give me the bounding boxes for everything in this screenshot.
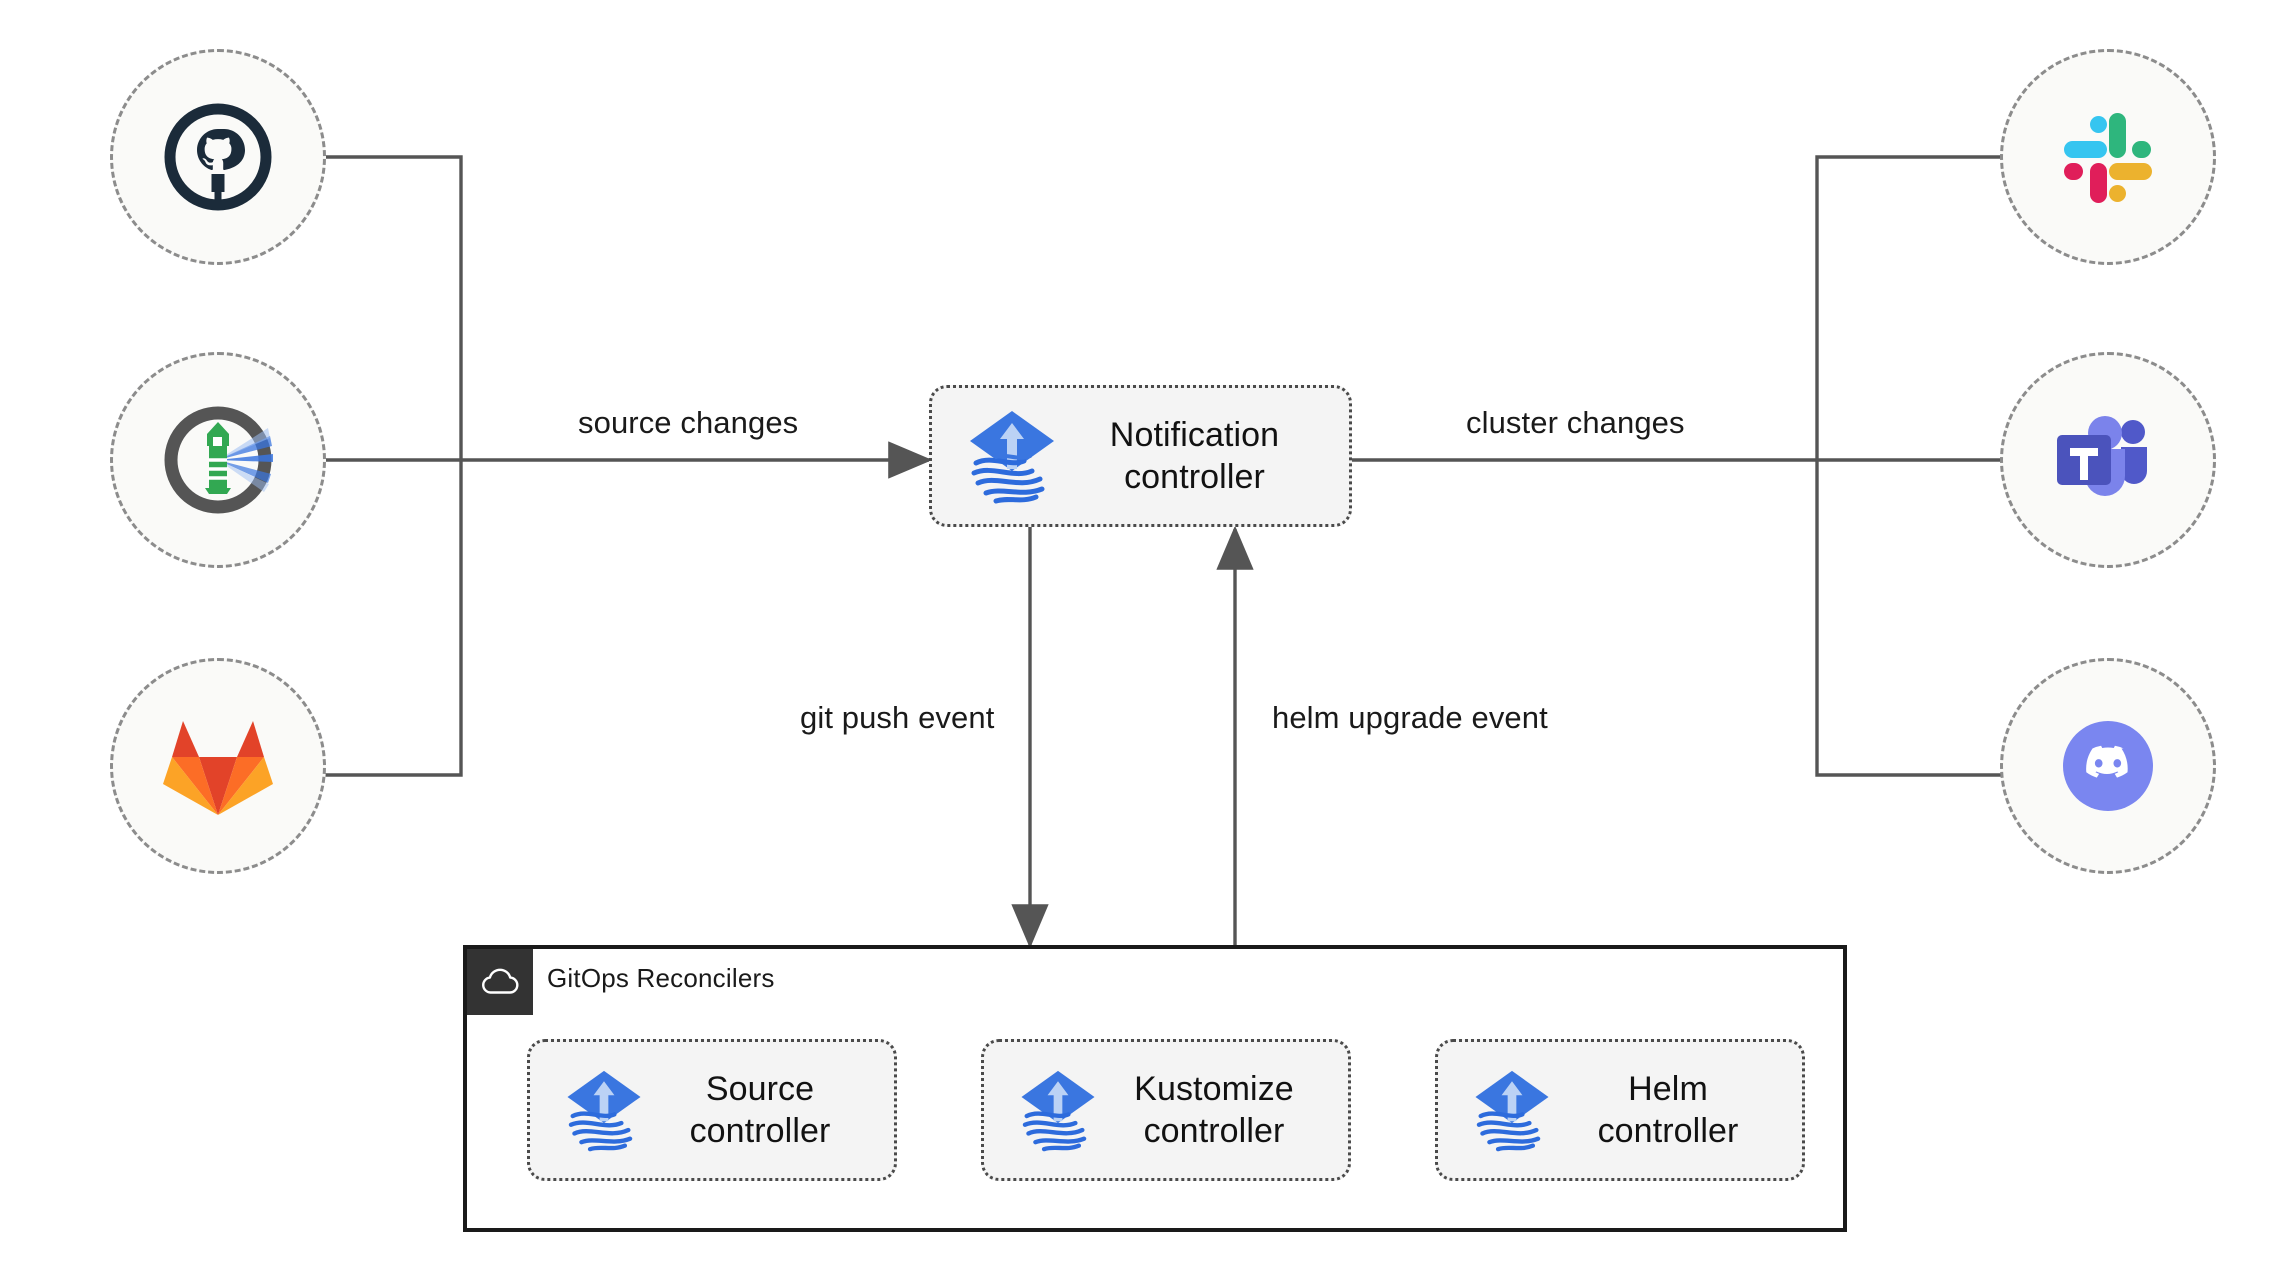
- github-icon: [164, 103, 272, 211]
- controller-label-source: Source controller: [689, 1069, 831, 1151]
- source-node-gitlab[interactable]: [110, 658, 326, 874]
- flux-logo-icon: [1475, 1070, 1549, 1152]
- notification-controller-node[interactable]: Notification controller: [929, 385, 1352, 527]
- controller-node-helm[interactable]: Helm controller: [1435, 1039, 1805, 1181]
- microsoft-teams-icon: [2057, 416, 2147, 496]
- gitlab-icon: [163, 721, 273, 815]
- edge-label-git-push-event: git push event: [800, 700, 995, 735]
- flux-logo-icon: [567, 1070, 641, 1152]
- discord-icon: [2063, 721, 2153, 811]
- controller-node-kustomize[interactable]: Kustomize controller: [981, 1039, 1351, 1181]
- slack-icon: [2064, 113, 2152, 203]
- destination-node-slack[interactable]: [2000, 49, 2216, 265]
- source-node-github[interactable]: [110, 49, 326, 265]
- source-node-flux[interactable]: [110, 352, 326, 568]
- cloud-icon: [482, 968, 519, 994]
- controller-node-source[interactable]: Source controller: [527, 1039, 897, 1181]
- destination-node-teams[interactable]: [2000, 352, 2216, 568]
- controller-label-helm: Helm controller: [1597, 1069, 1739, 1151]
- flux-logo-icon: [970, 411, 1054, 504]
- destination-node-discord[interactable]: [2000, 658, 2216, 874]
- notification-controller-label: Notification controller: [1109, 415, 1280, 497]
- gitops-reconcilers-container: GitOps Reconcilers Source controller: [463, 945, 1847, 1232]
- edge-label-cluster-changes: cluster changes: [1466, 405, 1685, 440]
- controller-label-kustomize: Kustomize controller: [1134, 1069, 1294, 1151]
- edge-label-source-changes: source changes: [578, 405, 799, 440]
- flux-logo-icon: [1021, 1070, 1095, 1152]
- edge-label-helm-upgrade-event: helm upgrade event: [1272, 700, 1548, 735]
- flux-lighthouse-icon: [164, 406, 273, 514]
- gitops-container-title: GitOps Reconcilers: [547, 963, 775, 993]
- gitops-container-tab: [467, 949, 533, 1015]
